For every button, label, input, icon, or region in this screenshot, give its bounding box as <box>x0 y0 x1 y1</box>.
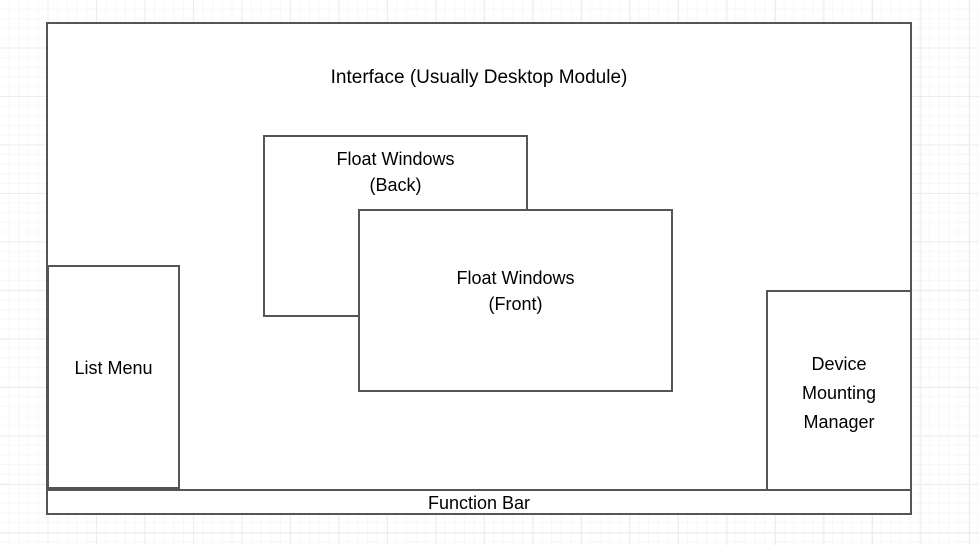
float-window-back-label: Float Windows (Back) <box>336 149 455 195</box>
device-mounting-manager-box[interactable]: Device Mounting Manager <box>766 290 912 491</box>
device-mounting-manager-label: Device Mounting Manager <box>801 354 877 432</box>
function-bar-box[interactable]: Function Bar <box>46 489 912 515</box>
float-window-front-label: Float Windows (Front) <box>456 268 575 314</box>
interface-label: Interface (Usually Desktop Module) <box>330 67 628 88</box>
list-menu-label: List Menu <box>74 358 153 378</box>
float-window-front-box[interactable]: Float Windows (Front) <box>358 209 673 392</box>
function-bar-label: Function Bar <box>427 493 531 513</box>
list-menu-box[interactable]: List Menu <box>47 265 180 489</box>
